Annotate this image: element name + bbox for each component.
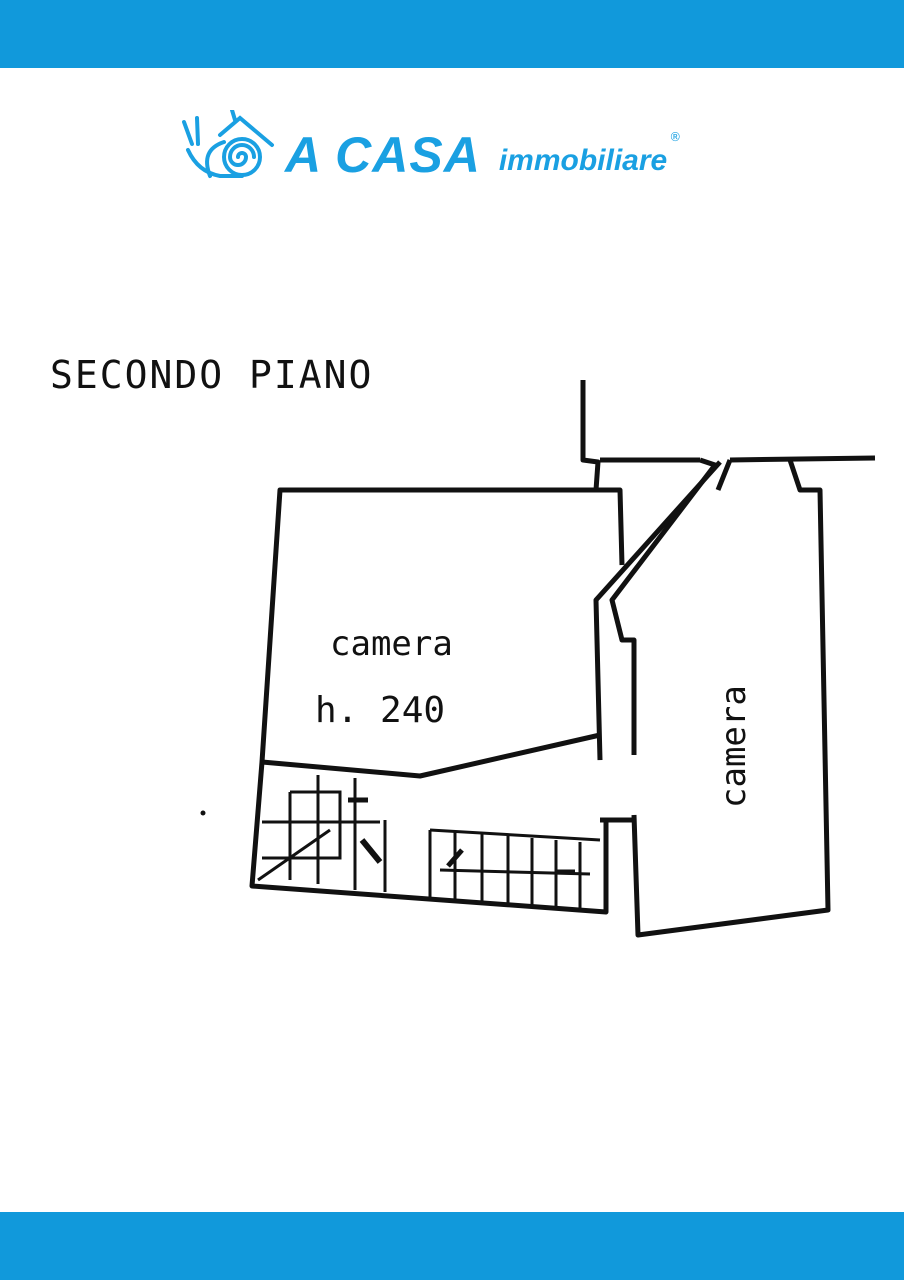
logo-sub-text: immobiliare [498, 144, 668, 177]
floor-title: SECONDO PIANO [50, 353, 373, 397]
bottom-bar [0, 1212, 904, 1280]
top-bar [0, 0, 904, 68]
logo-main-text: A CASA [285, 127, 481, 183]
snail-house-icon [182, 110, 274, 178]
logo: A CASA immobiliare ® [180, 100, 681, 180]
room-left-height: h. 240 [315, 690, 445, 731]
room-right-label: camera [714, 685, 754, 808]
walls [249, 380, 876, 938]
registered-mark: ® [669, 130, 682, 144]
dot-mark [200, 810, 206, 816]
stairs [257, 775, 601, 908]
room-left-label: camera [330, 624, 453, 664]
